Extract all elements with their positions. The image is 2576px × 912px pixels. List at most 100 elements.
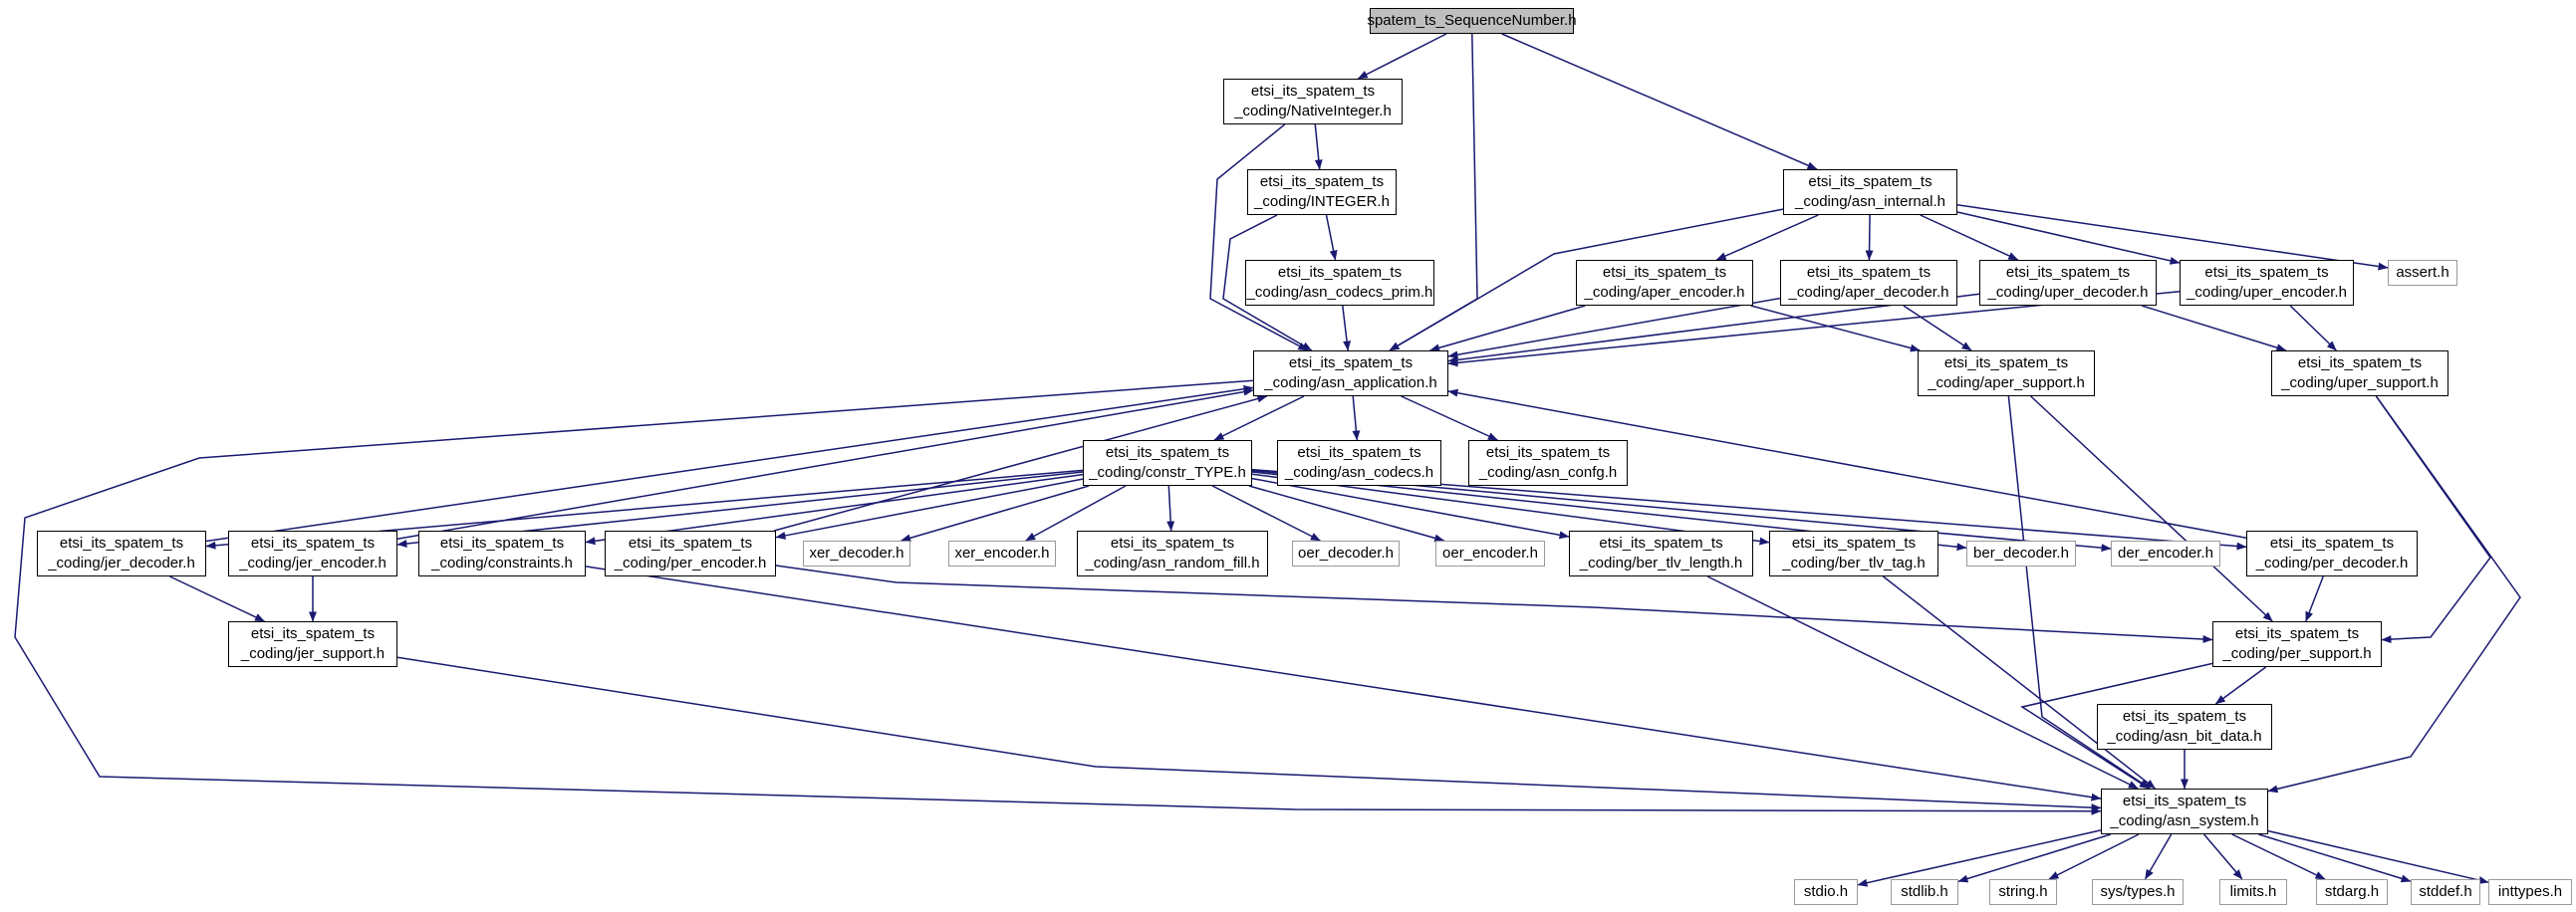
- include-edge-integer-to-app: [1222, 214, 1313, 351]
- include-edge-internal-to-app: [1389, 208, 1784, 351]
- node-app[interactable]: etsi_its_spatem_ts_coding/asn_applicatio…: [1253, 350, 1448, 396]
- node-label-line: inttypes.h: [2497, 883, 2563, 900]
- node-constraints[interactable]: etsi_its_spatem_ts_coding/constraints.h: [418, 531, 586, 576]
- include-edge-aper_dec-to-aper_sup: [1903, 305, 1972, 351]
- node-label-line: _coding/asn_codecs_prim.h: [1246, 284, 1433, 301]
- node-label-line: der_encoder.h: [2118, 545, 2213, 562]
- node-label-line: xer_decoder.h: [809, 545, 904, 562]
- node-uper_dec[interactable]: etsi_its_spatem_ts_coding/uper_decoder.h: [1979, 260, 2157, 306]
- node-aper_sup[interactable]: etsi_its_spatem_ts _coding/aper_support.h: [1918, 350, 2095, 396]
- node-label-line: _coding/ber_tlv_length.h: [1579, 555, 1743, 571]
- node-jer_enc[interactable]: etsi_its_spatem_ts_coding/jer_encoder.h: [228, 531, 397, 576]
- node-label-line: etsi_its_spatem_ts: [1791, 535, 1917, 552]
- node-per_dec[interactable]: etsi_its_spatem_ts_coding/per_decoder.h: [2246, 531, 2418, 576]
- include-edge-native-to-integer: [1314, 123, 1323, 170]
- node-codecs_prim[interactable]: etsi_its_spatem_ts _coding/asn_codecs_pri…: [1245, 260, 1434, 306]
- node-label-line: etsi_its_spatem_ts: [1297, 444, 1421, 461]
- node-codecs[interactable]: etsi_its_spatem_ts _coding/asn_codecs.h: [1277, 440, 1441, 486]
- include-edge-constr-to-per_enc: [775, 478, 1084, 540]
- include-edge-constr-to-tlv_len: [1251, 477, 1570, 540]
- node-native[interactable]: etsi_its_spatem_ts _coding/NativeInteger.…: [1223, 79, 1403, 124]
- node-label-line: etsi_its_spatem_ts: [2122, 793, 2247, 809]
- node-label-line: sys/types.h: [2100, 883, 2176, 900]
- node-label-line: _coding/constr_TYPE.h: [1089, 464, 1246, 481]
- include-edge-internal-to-uper_dec: [1920, 214, 2019, 261]
- node-xer_enc: xer_encoder.h: [948, 541, 1056, 567]
- node-label-line: _coding/NativeInteger.h: [1234, 103, 1392, 119]
- node-string: string.h: [1989, 879, 2057, 905]
- node-system[interactable]: etsi_its_spatem_ts_coding/asn_system.h: [2101, 789, 2268, 834]
- node-label-line: etsi_its_spatem_ts: [1943, 354, 2069, 371]
- include-edge-tlv_len-to-system: [1706, 575, 2139, 790]
- node-bit_data[interactable]: etsi_its_spatem_ts _coding/asn_bit_data.h: [2097, 704, 2272, 750]
- node-label-line: _coding/asn_confg.h: [1478, 464, 1618, 481]
- node-label-line: _coding/asn_application.h: [1264, 374, 1437, 391]
- node-label-line: _coding/asn_bit_data.h: [2107, 728, 2262, 745]
- include-edge-system-to-string: [2048, 833, 2140, 880]
- node-label-line: _coding/per_encoder.h: [614, 555, 767, 571]
- node-label-line: etsi_its_spatem_ts: [2122, 708, 2247, 725]
- node-jer_dec[interactable]: etsi_its_spatem_ts_coding/jer_decoder.h: [37, 531, 206, 576]
- include-edge-app-to-codecs: [1352, 395, 1361, 441]
- node-label-line: etsi_its_spatem_ts: [1250, 83, 1376, 100]
- include-edge-uper_sup-to-system: [2267, 395, 2521, 794]
- node-uper_enc[interactable]: etsi_its_spatem_ts_coding/uper_encoder.h: [2180, 260, 2354, 306]
- node-label-line: spatem_ts_SequenceNumber.h: [1367, 12, 1577, 29]
- node-jer_sup[interactable]: etsi_its_spatem_ts_coding/jer_support.h: [228, 621, 397, 667]
- node-label-line: etsi_its_spatem_ts: [2297, 354, 2423, 371]
- include-edge-aper_sup-to-per_sup: [2030, 395, 2273, 622]
- node-tlv_tag[interactable]: etsi_its_spatem_ts _coding/ber_tlv_tag.h: [1769, 531, 1938, 576]
- node-aper_enc[interactable]: etsi_its_spatem_ts_coding/aper_encoder.h: [1576, 260, 1753, 306]
- node-label-line: etsi_its_spatem_ts: [250, 625, 376, 642]
- node-confg[interactable]: etsi_its_spatem_ts_coding/asn_confg.h: [1468, 440, 1628, 486]
- node-label-line: etsi_its_spatem_ts: [59, 535, 184, 552]
- include-edge-per_sup-to-system: [2020, 662, 2213, 790]
- node-per_sup[interactable]: etsi_its_spatem_ts_coding/per_support.h: [2212, 621, 2382, 667]
- node-aper_dec[interactable]: etsi_its_spatem_ts_coding/aper_decoder.h: [1780, 260, 1957, 306]
- node-xer_dec: xer_decoder.h: [803, 541, 910, 567]
- node-limits: limits.h: [2219, 879, 2287, 905]
- node-label-line: etsi_its_spatem_ts: [1806, 264, 1932, 281]
- node-label-line: etsi_its_spatem_ts: [1259, 173, 1385, 190]
- node-uper_sup[interactable]: etsi_its_spatem_ts _coding/uper_support.h: [2271, 350, 2448, 396]
- include-edge-system-to-systypes: [2144, 833, 2173, 880]
- node-systypes: sys/types.h: [2092, 879, 2184, 905]
- node-internal[interactable]: etsi_its_spatem_ts_coding/asn_internal.h: [1783, 169, 1957, 215]
- include-edge-uper_enc-to-uper_sup: [2289, 305, 2337, 351]
- node-oer_dec: oer_decoder.h: [1292, 541, 1400, 567]
- node-stdlib: stdlib.h: [1891, 879, 1958, 905]
- node-integer[interactable]: etsi_its_spatem_ts_coding/INTEGER.h: [1247, 169, 1397, 215]
- node-stdarg: stdarg.h: [2316, 879, 2388, 905]
- include-edge-seq-to-native: [1357, 33, 1447, 80]
- include-edge-system-to-limits: [2203, 833, 2243, 880]
- node-label-line: _coding/aper_support.h: [1928, 374, 2085, 391]
- node-label-line: etsi_its_spatem_ts: [1110, 535, 1235, 552]
- include-edge-native-to-app: [1209, 123, 1309, 351]
- node-per_enc[interactable]: etsi_its_spatem_ts_coding/per_encoder.h: [605, 531, 776, 576]
- node-label-line: etsi_its_spatem_ts: [2005, 264, 2131, 281]
- include-edge-constr-to-oer_dec: [1211, 485, 1321, 542]
- node-label-line: etsi_its_spatem_ts: [2234, 625, 2360, 642]
- node-label-line: _coding/uper_encoder.h: [2187, 284, 2347, 301]
- node-oer_enc: oer_encoder.h: [1435, 541, 1545, 567]
- node-label-line: ber_decoder.h: [1973, 545, 2069, 562]
- include-edge-per_enc-to-per_sup: [775, 565, 2213, 643]
- include-edge-system-to-inttypes: [2267, 829, 2489, 884]
- node-tlv_len[interactable]: etsi_its_spatem_ts _coding/ber_tlv_length…: [1569, 531, 1753, 576]
- include-edge-internal-to-assert: [1956, 204, 2389, 271]
- node-random_fill[interactable]: etsi_its_spatem_ts_coding/asn_random_fil…: [1077, 531, 1268, 576]
- node-label-line: etsi_its_spatem_ts: [1599, 535, 1723, 552]
- include-edge-internal-to-uper_enc: [1956, 211, 2181, 265]
- node-label-line: _coding/uper_support.h: [2281, 374, 2439, 391]
- node-label-line: etsi_its_spatem_ts: [1602, 264, 1727, 281]
- node-constr[interactable]: etsi_its_spatem_ts_coding/constr_TYPE.h: [1083, 440, 1252, 486]
- node-label-line: _coding/asn_codecs.h: [1284, 464, 1434, 481]
- node-label-line: string.h: [1998, 883, 2048, 900]
- node-label-line: _coding/ber_tlv_tag.h: [1782, 555, 1926, 571]
- node-label-line: stdio.h: [1803, 883, 1849, 900]
- include-edge-per_sup-to-bit_data: [2214, 666, 2267, 705]
- include-edge-constr-to-xer_dec: [901, 485, 1090, 543]
- node-label-line: etsi_its_spatem_ts: [1277, 264, 1403, 281]
